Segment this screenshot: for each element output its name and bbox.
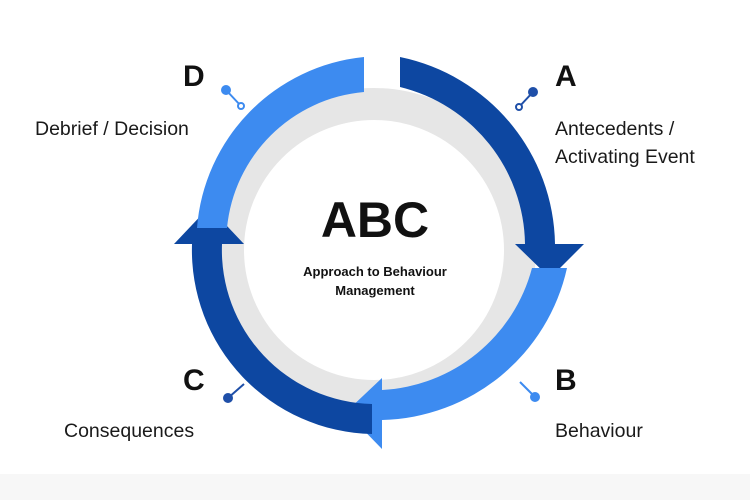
connector-c: [223, 383, 245, 403]
step-a-label-line2: Activating Event: [555, 146, 695, 168]
step-a-label-line1: Antecedents /: [555, 118, 675, 140]
segment-c-body: [191, 244, 372, 434]
segment-d-body: [197, 57, 364, 228]
footer-band: [0, 474, 750, 500]
step-a-letter: A: [555, 60, 577, 93]
step-b-label: Behaviour: [555, 420, 643, 442]
inner-gray-ring: [212, 88, 536, 412]
segment-d-arrow: [197, 57, 364, 228]
step-d-label: Debrief / Decision: [35, 118, 189, 140]
center-title: ABC: [320, 192, 430, 248]
connector-a: [515, 87, 538, 111]
center-subtitle-line2: Management: [335, 283, 415, 298]
connector-b: [519, 381, 540, 402]
segment-b-body: [382, 268, 567, 420]
center-subtitle: Approach to Behaviour Management: [265, 262, 485, 300]
step-c-letter: C: [183, 364, 205, 397]
segment-a-arrowhead: [515, 244, 584, 278]
step-d-letter: D: [183, 60, 205, 93]
connector-d: [221, 85, 245, 110]
step-c-label: Consequences: [64, 420, 195, 442]
segment-a-body: [400, 57, 555, 244]
segment-a-arrow: [400, 57, 584, 278]
step-b-letter: B: [555, 364, 577, 397]
center-subtitle-line1: Approach to Behaviour: [303, 264, 447, 279]
